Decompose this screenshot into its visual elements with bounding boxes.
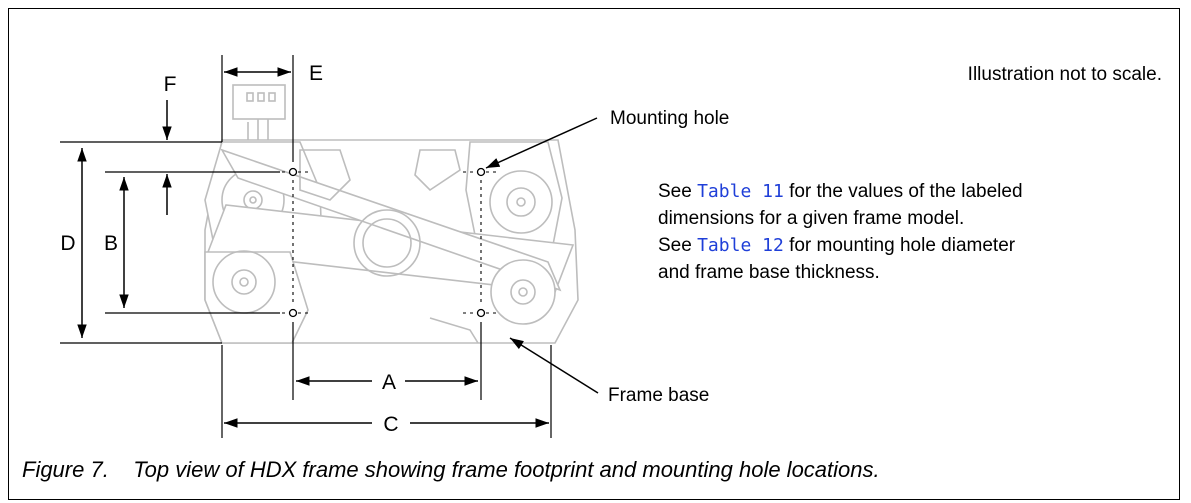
- dimension-label-c: C: [383, 413, 398, 436]
- note-line-3: See Table 12 for mounting hole diameter: [658, 235, 1016, 256]
- note-line-1: See Table 11 for the values of the label…: [658, 181, 1023, 202]
- central-hub: [353, 209, 421, 277]
- mounting-hole-label: Mounting hole: [610, 108, 729, 129]
- main-diagonal-beam: [206, 204, 575, 293]
- frame-base-label: Frame base: [608, 385, 709, 406]
- dimension-label-b: B: [104, 232, 118, 255]
- electronics-box: [232, 84, 286, 120]
- left-bottom-plate: [204, 251, 309, 344]
- mounting-hole-top-left: [288, 167, 298, 177]
- dimension-label-f: F: [164, 73, 177, 96]
- table-12-link[interactable]: Table 12: [697, 235, 784, 256]
- figure-frame: [8, 8, 1180, 500]
- mounting-hole-top-right: [476, 167, 486, 177]
- table-11-link[interactable]: Table 11: [697, 181, 784, 202]
- figure-caption: Figure 7. Top view of HDX frame showing …: [22, 457, 880, 482]
- mounting-hole-leader: [485, 117, 598, 169]
- note-line-4: and frame base thickness.: [658, 262, 880, 283]
- dimension-label-a: A: [382, 371, 396, 394]
- note-line-2: dimensions for a given frame model.: [658, 208, 964, 229]
- mounting-hole-bottom-right: [476, 308, 486, 318]
- dimension-lines: [60, 55, 599, 438]
- mounting-hole-bottom-left: [288, 308, 298, 318]
- dimension-label-e: E: [309, 62, 323, 85]
- scale-note: Illustration not to scale.: [968, 64, 1162, 85]
- frame-base-leader: [509, 337, 599, 394]
- hdx-frame-illustration: [204, 84, 579, 344]
- right-bottom-roller: [490, 259, 556, 325]
- dimension-label-d: D: [60, 232, 75, 255]
